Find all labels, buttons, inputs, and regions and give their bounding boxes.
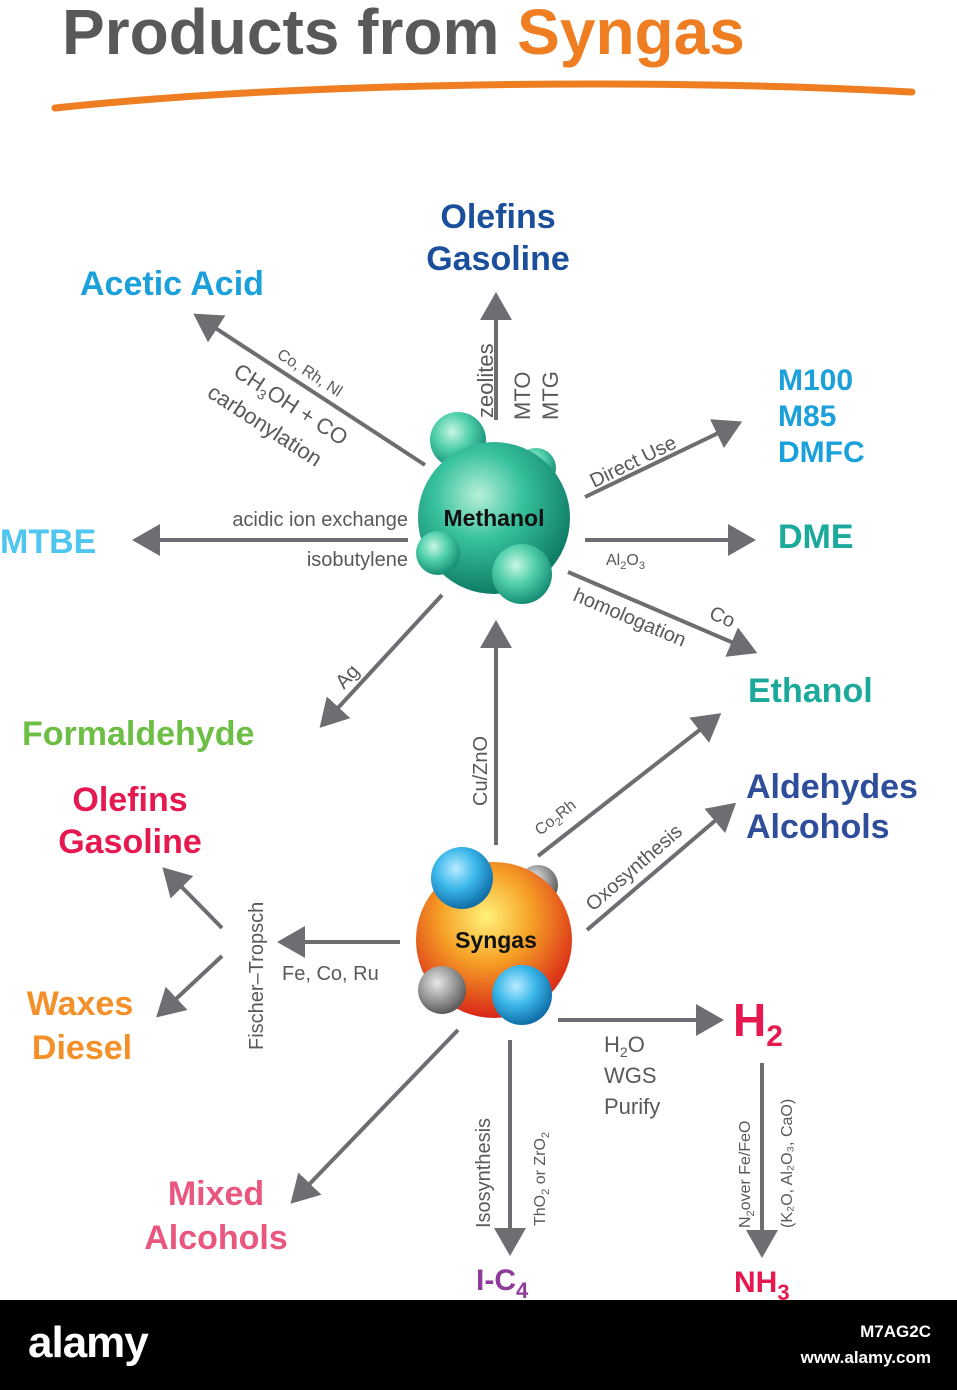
product-formaldehyde: Formaldehyde	[22, 715, 254, 753]
arrow-syngas-mixed-alcohols	[290, 1028, 460, 1204]
label-purify: Purify	[604, 1094, 660, 1119]
label-co-catalyst: Co	[706, 602, 738, 632]
syngas-atom-grey	[418, 966, 466, 1014]
product-dme: DME	[778, 518, 854, 556]
label-wgs: WGS	[604, 1063, 657, 1088]
label-k2o-promoters: (K₂O, Al₂O₃, CaO)	[779, 1099, 796, 1228]
methanol-atom	[416, 531, 460, 575]
label-h2o: H2O	[604, 1032, 645, 1060]
label-n2-over: N2over Fe/FeO	[737, 1121, 757, 1229]
label-direct-use: Direct Use	[587, 432, 681, 493]
label-ag: Ag	[331, 660, 364, 693]
label-isobutylene: isobutylene	[307, 549, 408, 571]
watermark-logo: alamy	[28, 1318, 149, 1367]
syngas-atom-blue	[431, 847, 493, 909]
label-al2o3: Al2O3	[606, 552, 645, 572]
watermark-bar	[0, 1300, 957, 1390]
arrow-syngas-aldehydes	[585, 802, 737, 932]
arrow-fischer-waxes	[156, 954, 224, 1018]
label-fischer-tropsch: Fischer–Tropsch	[246, 902, 268, 1050]
label-zeolites: zeolites	[473, 343, 498, 418]
product-ic4: I-C4	[476, 1264, 529, 1303]
syngas-atom-blue	[492, 965, 552, 1025]
title-underline	[51, 80, 916, 112]
product-nh3: NH3	[734, 1266, 790, 1305]
methanol-node: Methanol	[416, 412, 570, 604]
page-title: Products from Syngas	[62, 0, 745, 68]
label-co2rh: Co2Rh	[532, 797, 581, 842]
label-cu-zno: Cu/ZnO	[470, 736, 492, 806]
syngas-node: Syngas	[416, 847, 572, 1025]
syngas-label: Syngas	[455, 927, 537, 953]
watermark-url: www.alamy.com	[800, 1348, 931, 1367]
label-mto: MTO	[510, 372, 535, 420]
label-mtg: MTG	[538, 371, 563, 420]
product-acetic-acid: Acetic Acid	[80, 265, 264, 303]
label-isosynthesis: Isosynthesis	[473, 1118, 495, 1228]
arrow-methanol-m100	[584, 419, 743, 499]
product-h2: H2	[733, 994, 783, 1053]
label-acidic-ion-exchange: acidic ion exchange	[232, 509, 408, 531]
product-ethanol: Ethanol	[748, 672, 873, 710]
arrow-syngas-ethanol	[536, 713, 722, 858]
image-id: M7AG2C	[860, 1322, 931, 1341]
label-fe-co-ru: Fe, Co, Ru	[282, 963, 379, 985]
label-oxosynthesis: Oxosynthesis	[582, 820, 687, 915]
arrow-fischer-olefins	[162, 867, 224, 930]
product-mtbe: MTBE	[0, 523, 96, 561]
arrow-methanol-formaldehyde	[319, 593, 444, 728]
label-tho2-zro2: ThO2 or ZrO2	[532, 1132, 552, 1226]
methanol-label: Methanol	[444, 505, 545, 531]
arrow-methanol-ethanol	[567, 570, 758, 657]
arrow-methanol-acetic-acid	[193, 313, 427, 467]
methanol-atom	[492, 544, 552, 604]
